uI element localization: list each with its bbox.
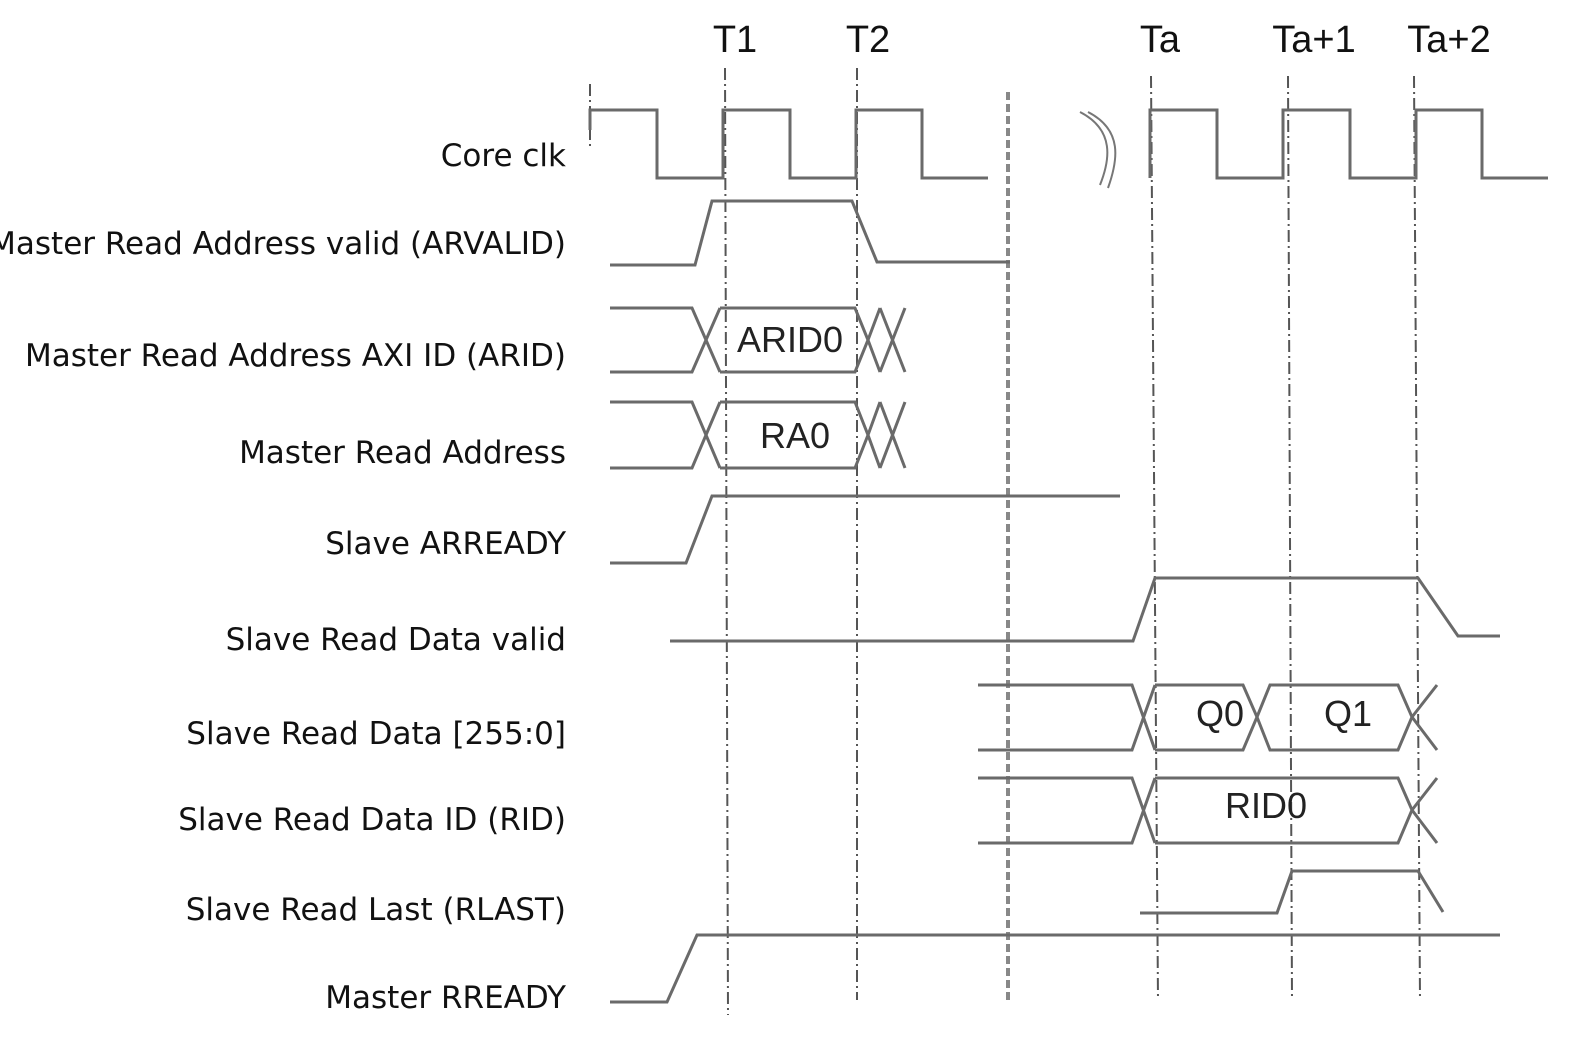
- wave-rid: RID0: [978, 776, 1439, 845]
- label-rlast: Slave Read Last (RLAST): [186, 892, 566, 928]
- label-arready: Slave ARREADY: [325, 526, 566, 562]
- wave-read-data: Q0 Q1: [978, 683, 1439, 752]
- marker-ta-plus-2: Ta+2: [1407, 19, 1490, 61]
- wave-arvalid: [610, 199, 1010, 267]
- time-break-icon: [1079, 111, 1117, 189]
- wave-arready: [610, 494, 1120, 565]
- wave-core-clk-b: [1148, 108, 1548, 180]
- marker-t1: T1: [713, 19, 757, 61]
- wave-core-clk-a: [588, 108, 988, 180]
- guide-lines: [589, 67, 1421, 1016]
- waveforms: ARID0 RA0 Q0 Q1 RID0: [588, 108, 1548, 1004]
- wave-rlast: [1140, 869, 1445, 915]
- value-q0: Q0: [1196, 693, 1244, 734]
- label-rid: Slave Read Data ID (RID): [178, 802, 566, 838]
- guide-line-ta-plus-1: [1287, 75, 1293, 1001]
- signal-labels: Core clk Master Read Address valid (ARVA…: [0, 138, 566, 1016]
- guide-line-ta: [1150, 75, 1159, 1001]
- label-read-address: Master Read Address: [239, 435, 566, 471]
- label-arvalid: Master Read Address valid (ARVALID): [0, 226, 566, 262]
- wave-rready: [610, 933, 1500, 1004]
- label-core-clk: Core clk: [441, 138, 566, 174]
- marker-ta: Ta: [1140, 19, 1181, 61]
- marker-t2: T2: [846, 19, 890, 61]
- wave-arid: ARID0: [610, 306, 907, 374]
- label-arid: Master Read Address AXI ID (ARID): [25, 338, 566, 374]
- label-read-data: Slave Read Data [255:0]: [186, 716, 566, 752]
- value-q1: Q1: [1324, 693, 1372, 734]
- clock-markers: T1 T2 Ta Ta+1 Ta+2: [713, 19, 1491, 61]
- label-rready: Master RREADY: [325, 980, 566, 1016]
- wave-rvalid: [670, 576, 1500, 643]
- guide-line-t1: [724, 67, 729, 1016]
- value-rid0: RID0: [1225, 785, 1307, 826]
- wave-read-address: RA0: [610, 400, 907, 470]
- label-rvalid: Slave Read Data valid: [226, 622, 566, 658]
- marker-ta-plus-1: Ta+1: [1272, 19, 1355, 61]
- guide-line-ta-plus-2: [1413, 75, 1421, 1001]
- value-ra0: RA0: [760, 415, 830, 456]
- value-arid0: ARID0: [737, 319, 843, 360]
